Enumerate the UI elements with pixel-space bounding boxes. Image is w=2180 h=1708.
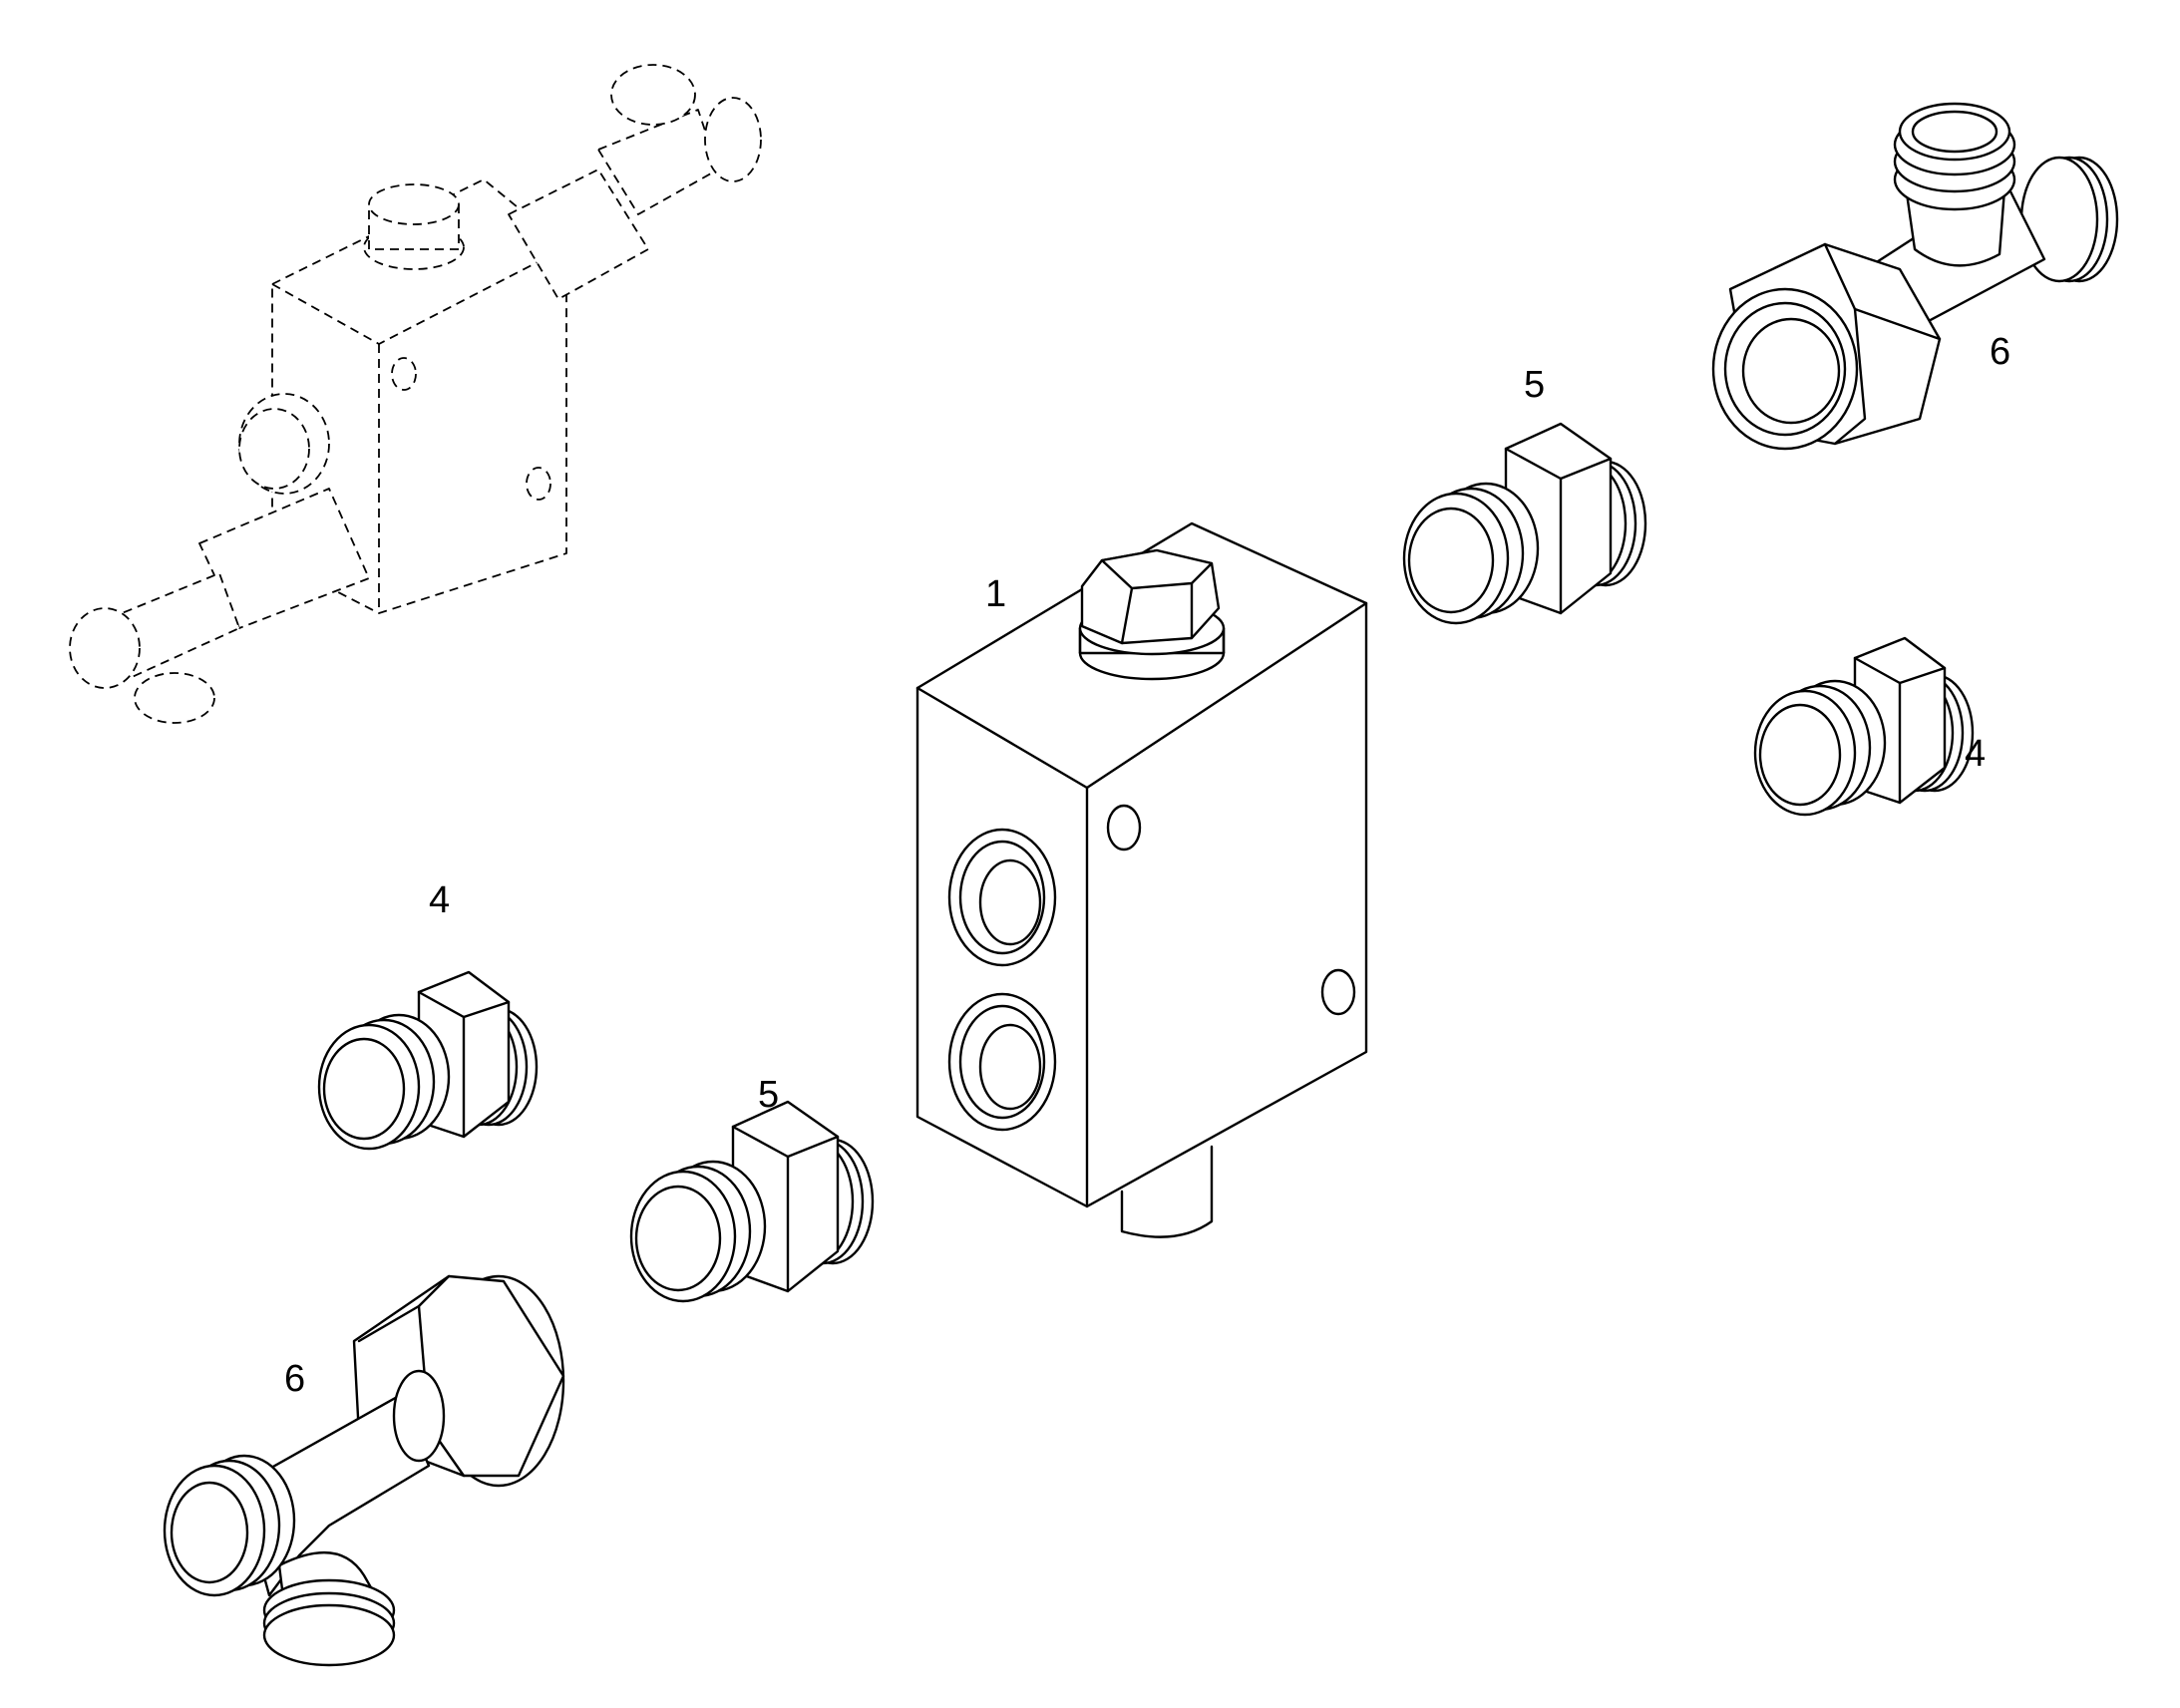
assembled-reference-view [69,64,762,724]
adapter-left [317,970,539,1151]
callout-labels: 1 4 4 5 5 6 6 [284,331,2010,1400]
hex-plug [1078,548,1226,681]
callout-connector-right: 5 [1524,364,1545,406]
tee-fitting-right [1711,102,2119,451]
adapter-right [1753,636,1975,817]
port-upper [947,828,1057,967]
ghost-tee-left [69,607,141,689]
callout-connector-left: 5 [758,1074,779,1116]
mount-hole [1106,804,1142,852]
port-lower [947,992,1057,1132]
connector-right [1402,422,1647,625]
callout-valve-block: 1 [985,573,1006,615]
callout-tee-left: 6 [284,1358,305,1400]
callout-adapter-left: 4 [429,879,450,921]
connector-left [629,1100,875,1303]
tee-fitting-left [163,1274,565,1667]
callout-adapter-right: 4 [1965,733,1986,775]
mount-hole [1320,968,1356,1016]
callout-tee-right: 6 [1990,331,2010,373]
ghost-tee-right [610,64,696,126]
valve-block [915,521,1368,1238]
